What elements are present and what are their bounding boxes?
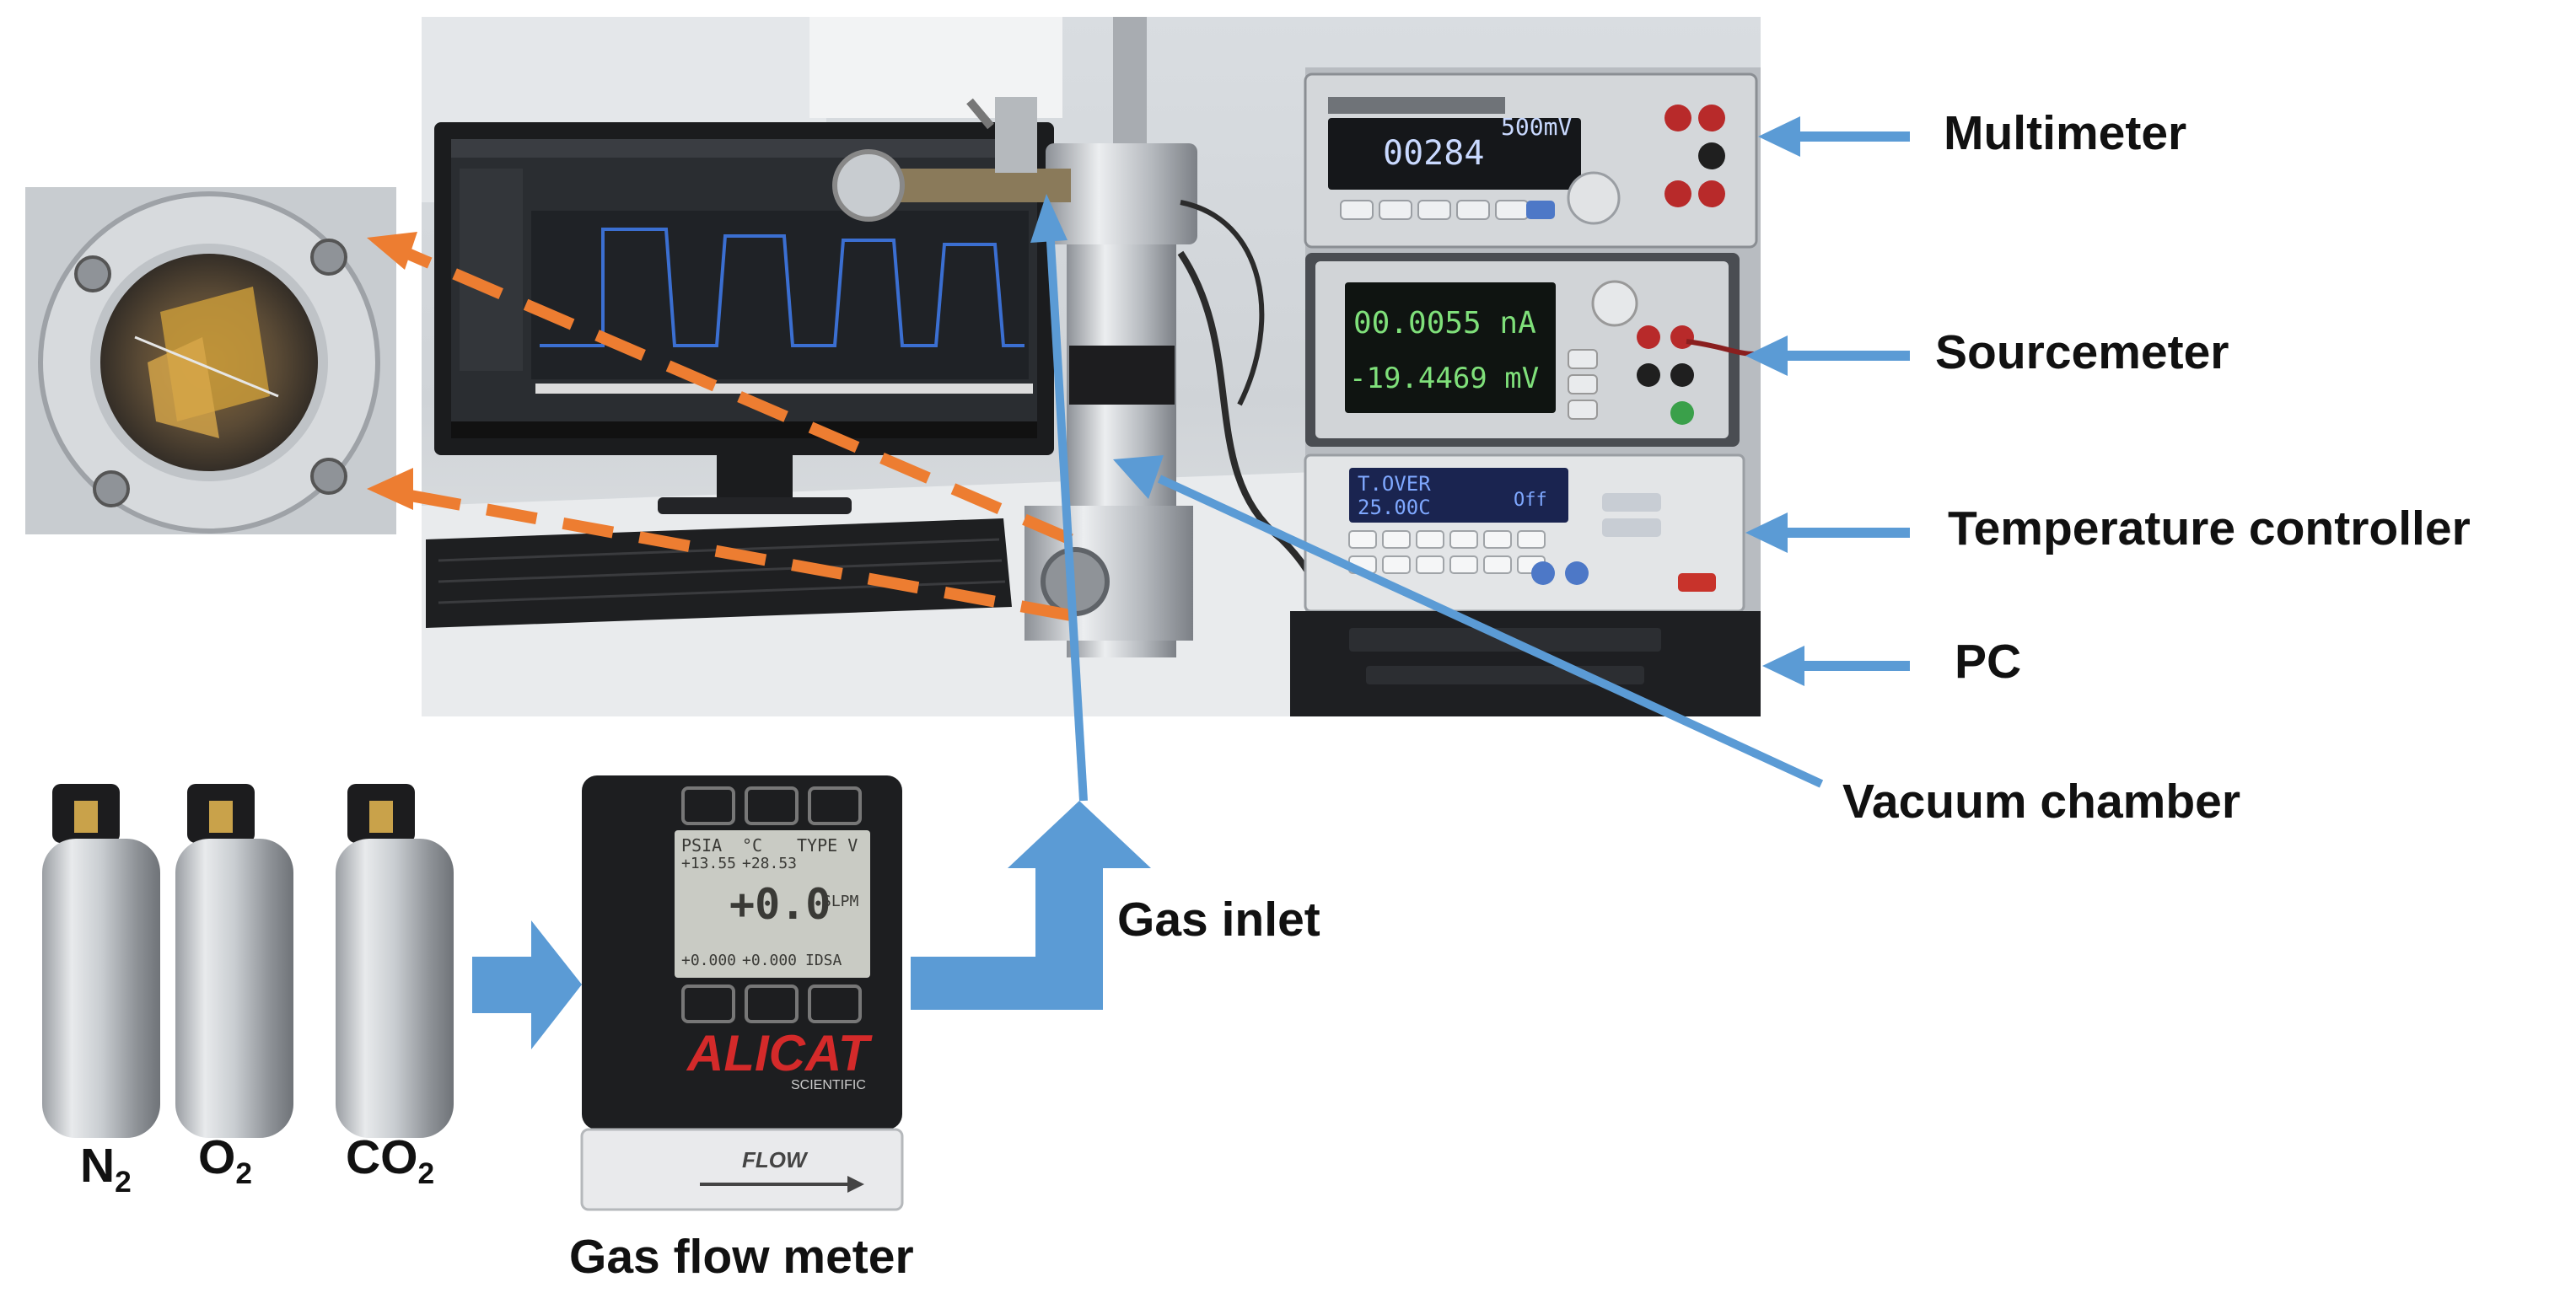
inset-callout-arrowhead-top	[367, 232, 417, 270]
cylinder-n2	[42, 784, 160, 1138]
pc-tower	[1290, 611, 1761, 716]
flow-top-left-label: PSIA	[681, 835, 722, 856]
flow-bottom-right-value: IDSA	[805, 952, 842, 969]
flow-main-unit: SLPM	[822, 893, 859, 910]
pc-label: PC	[1955, 635, 2022, 689]
multimeter-label: Multimeter	[1944, 106, 2187, 160]
vacuum-chamber	[832, 17, 1326, 659]
multimeter-range-readout: 500mV	[1501, 113, 1572, 141]
alicat-logo: ALICAT	[686, 1025, 873, 1081]
flow-bottom-mid-value: +0.000	[742, 952, 797, 969]
lab-photo: 00284 500mV	[422, 17, 1761, 716]
cylinder-co2	[336, 784, 454, 1138]
sourcemeter-label: Sourcemeter	[1935, 325, 2229, 379]
flow-direction-label: FLOW	[742, 1147, 809, 1172]
temp-status-readout: Off	[1514, 490, 1547, 511]
temperature-controller-device: T.OVER 25.00C Off	[1304, 453, 1745, 613]
vacuum-chamber-label: Vacuum chamber	[1842, 775, 2241, 829]
multimeter-readout: 00284	[1383, 134, 1484, 173]
flow-main-value: +0.0	[729, 880, 831, 929]
flow-top-right-label: TYPE V	[797, 835, 858, 856]
sourcemeter-current-readout: 00.0055 nA	[1353, 306, 1536, 341]
alicat-logo-sub: SCIENTIFIC	[791, 1078, 866, 1092]
multimeter-device: 00284 500mV	[1304, 72, 1758, 249]
pc-monitor	[434, 122, 1054, 514]
inset-callout-arrowhead-bottom	[367, 468, 413, 510]
label-arrows	[1030, 116, 1910, 802]
flow-top-mid-value: +28.53	[742, 855, 797, 872]
cylinder-label-co2: CO2	[346, 1130, 435, 1191]
gas-flow-arrows	[472, 801, 1151, 1049]
inset-callout-line-bottom	[395, 487, 1073, 621]
flow-top-left-value: +13.55	[681, 855, 736, 872]
flow-top-mid-label: °C	[742, 835, 762, 856]
monitor-signal-trace	[540, 228, 1024, 347]
instrument-rack: 00284 500mV	[1290, 67, 1761, 716]
temp-readout-line2: 25.00C	[1358, 496, 1431, 519]
meter-to-inlet-arrow	[911, 801, 1151, 1010]
temperature-controller-label: Temperature controller	[1948, 502, 2471, 555]
inset-callout-lines	[394, 243, 1073, 621]
temp-readout-line1: T.OVER	[1358, 472, 1431, 496]
gas-cylinders	[42, 784, 454, 1138]
gas-inlet-label: Gas inlet	[1117, 893, 1320, 947]
flow-bottom-left-value: +0.000	[681, 952, 736, 969]
sourcemeter-device: 00.0055 nA -19.4469 mV	[1305, 253, 1755, 447]
inset-callout-line-top	[394, 243, 1073, 545]
sourcemeter-voltage-readout: -19.4469 mV	[1349, 362, 1539, 395]
gas-flow-meter-device: PSIA °C TYPE V +13.55 +28.53 +0.0 SLPM +…	[580, 775, 904, 1211]
gas-flow-meter-label: Gas flow meter	[569, 1230, 914, 1284]
cylinder-o2	[175, 784, 293, 1138]
chamber-window-inset	[25, 187, 396, 534]
cylinder-to-meter-arrow	[472, 920, 582, 1049]
cylinder-label-n2: N2	[80, 1139, 132, 1199]
cylinder-label-o2: O2	[198, 1130, 252, 1191]
